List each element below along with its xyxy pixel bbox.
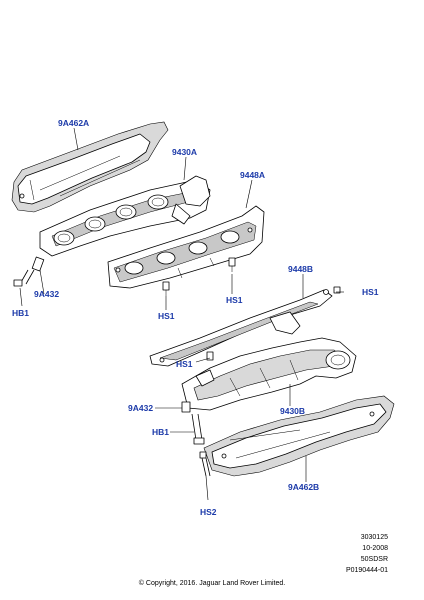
- label-heat-shield-upper: 9A462A: [58, 118, 89, 128]
- exhaust-manifold-left-drawing: [39, 175, 211, 257]
- nut-hs1-drawing-a: [162, 257, 236, 296]
- label-hs1-gasket: HS1: [226, 295, 243, 305]
- stud-bolt-left-drawing: [13, 256, 45, 287]
- label-heat-shield-lower: 9A462B: [288, 482, 319, 492]
- label-bolt-right: HB1: [152, 427, 169, 437]
- reference-number: 3030125: [360, 534, 388, 541]
- gasket-left-drawing: [107, 205, 265, 289]
- stud-bolt-right-drawing: [181, 401, 205, 445]
- gasket-right-drawing: [149, 289, 333, 367]
- copyright-notice: © Copyright, 2016. Jaguar Land Rover Lim…: [138, 580, 286, 587]
- part-labels: 9A462A 9430A 9448A 9448B HS1 HS1 HS1 HS1…: [12, 118, 379, 517]
- bolt-hs2-drawing: [199, 451, 211, 477]
- heat-shield-upper-drawing: [11, 121, 169, 213]
- label-hs2: HS2: [200, 507, 217, 517]
- reference-date: 10-2008: [362, 545, 388, 552]
- label-hs1-lower: HS1: [176, 359, 193, 369]
- reference-illustration-id: P0190444-01: [345, 567, 388, 574]
- label-hs1-left: HS1: [158, 311, 175, 321]
- label-bolt-left: HB1: [12, 308, 29, 318]
- label-manifold-left: 9430A: [172, 147, 197, 157]
- reference-model-code: 50SDSR: [360, 556, 388, 563]
- label-gasket-left: 9448A: [240, 170, 265, 180]
- label-stud-left: 9A432: [34, 289, 59, 299]
- nut-hs1-drawing-b: [206, 286, 341, 361]
- leader-lines: [19, 127, 344, 501]
- exhaust-manifold-right-drawing: [181, 337, 357, 411]
- label-hs1-right-top: HS1: [362, 287, 379, 297]
- heat-shield-lower-drawing: [203, 395, 395, 477]
- label-stud-right: 9A432: [128, 403, 153, 413]
- label-gasket-right: 9448B: [288, 264, 313, 274]
- label-manifold-right: 9430B: [280, 406, 305, 416]
